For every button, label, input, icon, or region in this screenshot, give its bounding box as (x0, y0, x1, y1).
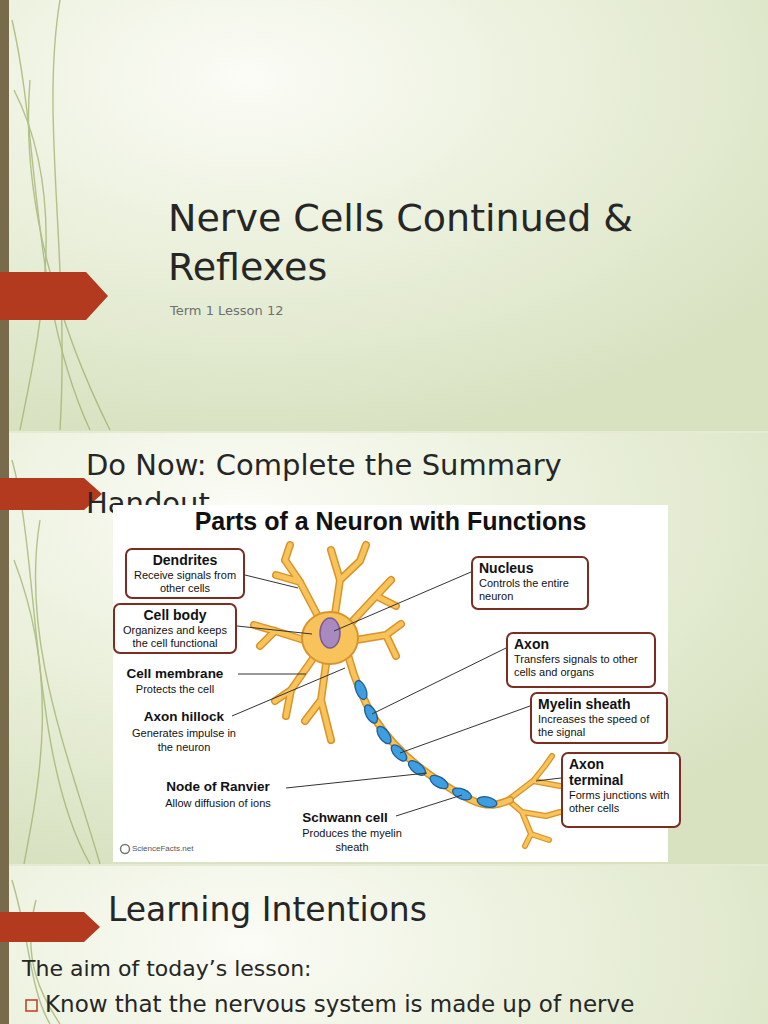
leader-line (232, 668, 345, 716)
part-name: Axon terminal (569, 756, 641, 788)
part-function: Transfers signals to other cells and org… (514, 653, 648, 679)
slide-background (0, 0, 768, 431)
callout-box: Cell bodyOrganizes and keeps the cell fu… (113, 603, 237, 654)
slide-tab (0, 912, 100, 942)
decor-curve (53, 0, 62, 430)
logo-symbol (121, 845, 130, 854)
part-name: Node of Ranvier (148, 779, 288, 796)
decor-curve (12, 20, 90, 430)
decor-curve (35, 520, 100, 864)
body-text: The aim of today’s lesson: (22, 955, 722, 983)
part-function: Generates impulse in the neuron (128, 727, 240, 755)
terminal-outline (508, 756, 560, 846)
part-name: Axon (514, 636, 648, 652)
myelin-segment (374, 724, 394, 746)
part-function: Produces the myelin sheath (302, 827, 402, 855)
leader-line (286, 773, 427, 788)
part-function: Increases the speed of the signal (538, 713, 660, 739)
diagram-title: Parts of a Neuron with Functions (113, 506, 668, 537)
cell-body-shape (302, 612, 358, 664)
decor-curve (14, 560, 42, 864)
part-function: Protects the cell (110, 683, 240, 697)
leader-line (237, 626, 312, 634)
myelin-segment (362, 703, 380, 725)
side-bar (0, 0, 9, 1024)
part-name: Myelin sheath (538, 696, 660, 712)
decor-curve (14, 90, 46, 430)
myelin-segment (451, 786, 473, 803)
leader-line (372, 648, 506, 714)
callout-box: AxonTransfers signals to other cells and… (506, 632, 656, 688)
source-credit: ScienceFacts.net (132, 844, 252, 854)
decor-curve (28, 80, 110, 430)
leader-line (536, 778, 561, 781)
part-function: Controls the entire neuron (479, 577, 581, 603)
slide-tab (0, 272, 108, 320)
slide-title: Nerve Cells Continued & Reflexes (168, 194, 758, 293)
part-name: Dendrites (133, 552, 237, 568)
myelin-segment (476, 795, 498, 809)
leader-line (238, 674, 306, 675)
bullet-symbol (26, 1000, 37, 1011)
myelin-segment (389, 742, 410, 763)
callout-box: DendritesReceive signals from other cell… (125, 548, 245, 599)
leader-line (396, 795, 462, 816)
part-name: Cell membrane (110, 666, 240, 683)
callout-box: Myelin sheathIncreases the speed of the … (530, 692, 668, 744)
slide-subtitle: Term 1 Lesson 12 (170, 303, 470, 319)
part-name: Schwann cell (290, 810, 400, 827)
part-function: Receive signals from other cells (133, 569, 237, 595)
part-name: Axon hillock (128, 709, 240, 726)
slide-heading: Learning Intentions (108, 889, 708, 930)
nucleus-shape (320, 618, 340, 648)
leader-line (400, 706, 530, 753)
bullet-text: Know that the nervous system is made up … (45, 990, 768, 1019)
myelin-segment (428, 773, 450, 792)
callout-box: Axon terminalForms junctions with other … (561, 752, 681, 828)
callout-box: NucleusControls the entire neuron (471, 556, 589, 610)
slide-background (0, 433, 768, 864)
myelin-segment (353, 679, 370, 701)
part-name: Nucleus (479, 560, 581, 576)
axon-outline (348, 655, 510, 805)
axon-fiber (348, 655, 510, 805)
part-function: Organizes and keeps the cell functional (121, 624, 229, 650)
decor-curve (12, 460, 90, 864)
axon-terminal-branch (508, 756, 560, 846)
part-name: Cell body (121, 607, 229, 623)
part-function: Allow diffusion of ions (148, 797, 288, 811)
leader-line (334, 572, 471, 631)
part-function: Forms junctions with other cells (569, 789, 673, 815)
leader-line (245, 575, 298, 588)
